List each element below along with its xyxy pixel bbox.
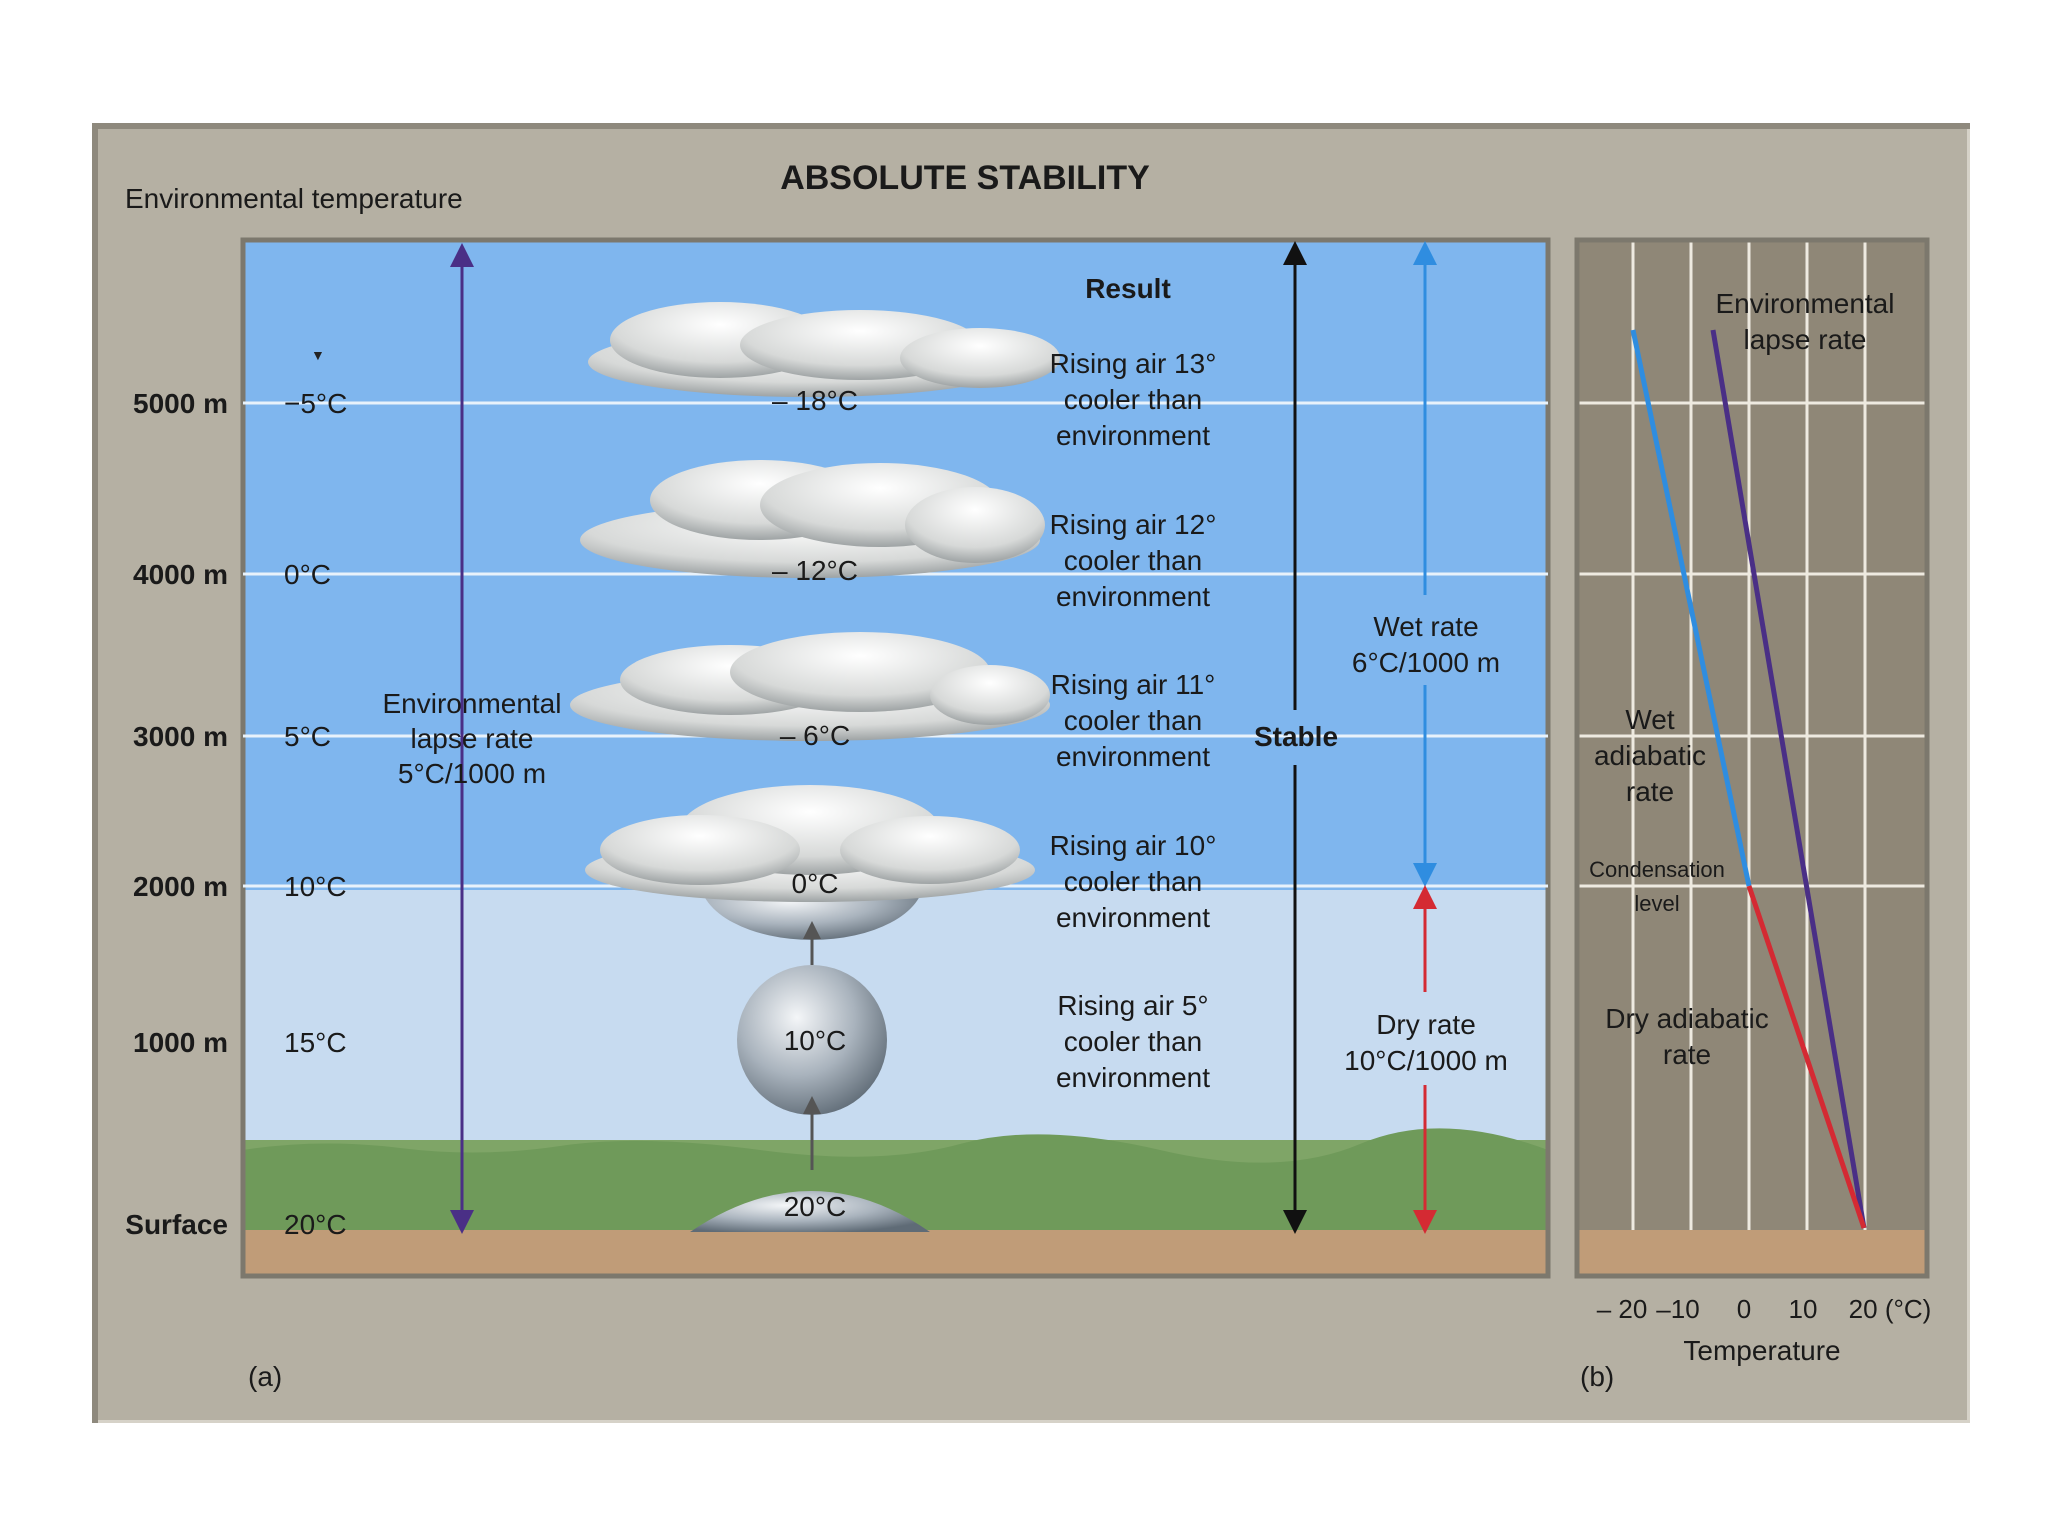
env-temp-value: 15°C bbox=[284, 1027, 347, 1058]
graph-wet-label: Wet bbox=[1625, 704, 1674, 735]
result-line: cooler than bbox=[1064, 384, 1203, 415]
stable-label: Stable bbox=[1254, 721, 1338, 752]
result-line: cooler than bbox=[1064, 1026, 1203, 1057]
altitude-label: 4000 m bbox=[133, 559, 228, 590]
result-line: cooler than bbox=[1064, 866, 1203, 897]
env-temp-value: 0°C bbox=[284, 559, 331, 590]
altitude-label: 3000 m bbox=[133, 721, 228, 752]
env-lapse-label: 5°C/1000 m bbox=[398, 758, 546, 789]
env-temp-value: 5°C bbox=[284, 721, 331, 752]
result-line: environment bbox=[1056, 581, 1210, 612]
env-lapse-label: lapse rate bbox=[411, 723, 534, 754]
x-tick: 0 bbox=[1737, 1294, 1751, 1324]
env-temp-value: 20°C bbox=[284, 1209, 347, 1240]
result-line: Rising air 5° bbox=[1057, 990, 1208, 1021]
x-tick: –10 bbox=[1656, 1294, 1699, 1324]
result-heading: Result bbox=[1085, 273, 1171, 304]
altitude-label: 2000 m bbox=[133, 871, 228, 902]
cloud-5000 bbox=[588, 302, 1060, 397]
env-temp-value: −5°C bbox=[284, 388, 347, 419]
env-lapse-label: Environmental bbox=[383, 688, 562, 719]
environmental-lapse-line bbox=[1710, 329, 1867, 1229]
result-line: cooler than bbox=[1064, 545, 1203, 576]
air-parcel bbox=[690, 921, 930, 1232]
result-line: Rising air 13° bbox=[1050, 348, 1217, 379]
wet-rate-label: Wet rate bbox=[1373, 611, 1478, 642]
panel-a-label: (a) bbox=[248, 1361, 282, 1392]
wet-rate-label: 6°C/1000 m bbox=[1352, 647, 1500, 678]
env-temp-heading: Environmental temperature bbox=[125, 183, 463, 214]
result-line: environment bbox=[1056, 741, 1210, 772]
graph-cond-label: level bbox=[1634, 891, 1679, 916]
cloud-2000 bbox=[585, 785, 1035, 940]
result-line: Rising air 11° bbox=[1051, 669, 1216, 700]
result-line: Rising air 10° bbox=[1050, 830, 1217, 861]
dry-adiabatic-line bbox=[1746, 885, 1867, 1229]
parcel-temp: – 18°C bbox=[772, 385, 858, 416]
altitude-label: 5000 m bbox=[133, 388, 228, 419]
cloud-3000 bbox=[570, 632, 1050, 741]
altitude-label: Surface bbox=[125, 1209, 228, 1240]
graph-dry-label: Dry adiabatic bbox=[1605, 1003, 1768, 1034]
graph-env-label: Environmental bbox=[1716, 288, 1895, 319]
result-line: Rising air 12° bbox=[1050, 509, 1217, 540]
x-axis-title: Temperature bbox=[1683, 1335, 1840, 1366]
wet-adiabatic-line bbox=[1630, 329, 1752, 887]
graph-wet-label: rate bbox=[1626, 776, 1674, 807]
x-tick: 20 (°C) bbox=[1849, 1294, 1932, 1324]
x-tick: 10 bbox=[1789, 1294, 1818, 1324]
small-marker: ▼ bbox=[311, 347, 325, 363]
parcel-temp: 20°C bbox=[784, 1191, 847, 1222]
dry-rate-label: Dry rate bbox=[1376, 1009, 1476, 1040]
result-line: environment bbox=[1056, 420, 1210, 451]
x-tick: – 20 bbox=[1597, 1294, 1648, 1324]
parcel-temp: 10°C bbox=[784, 1025, 847, 1056]
dry-rate-label: 10°C/1000 m bbox=[1344, 1045, 1508, 1076]
graph-dry-label: rate bbox=[1663, 1039, 1711, 1070]
parcel-temp: – 12°C bbox=[772, 555, 858, 586]
graph-wet-label: adiabatic bbox=[1594, 740, 1706, 771]
env-temp-value: 10°C bbox=[284, 871, 347, 902]
result-line: environment bbox=[1056, 902, 1210, 933]
diagram-title: ABSOLUTE STABILITY bbox=[780, 159, 1150, 197]
result-line: environment bbox=[1056, 1062, 1210, 1093]
parcel-temp: – 6°C bbox=[780, 720, 850, 751]
graph-env-label: lapse rate bbox=[1744, 324, 1867, 355]
altitude-label: 1000 m bbox=[133, 1027, 228, 1058]
cloud-4000 bbox=[580, 460, 1045, 578]
panel-b-graph: Environmental lapse rate Wet adiabatic r… bbox=[1574, 237, 1930, 1279]
graph-cond-label: Condensation bbox=[1589, 857, 1725, 882]
parcel-temp: 0°C bbox=[792, 868, 839, 899]
panel-b-label: (b) bbox=[1580, 1361, 1614, 1392]
result-line: cooler than bbox=[1064, 705, 1203, 736]
